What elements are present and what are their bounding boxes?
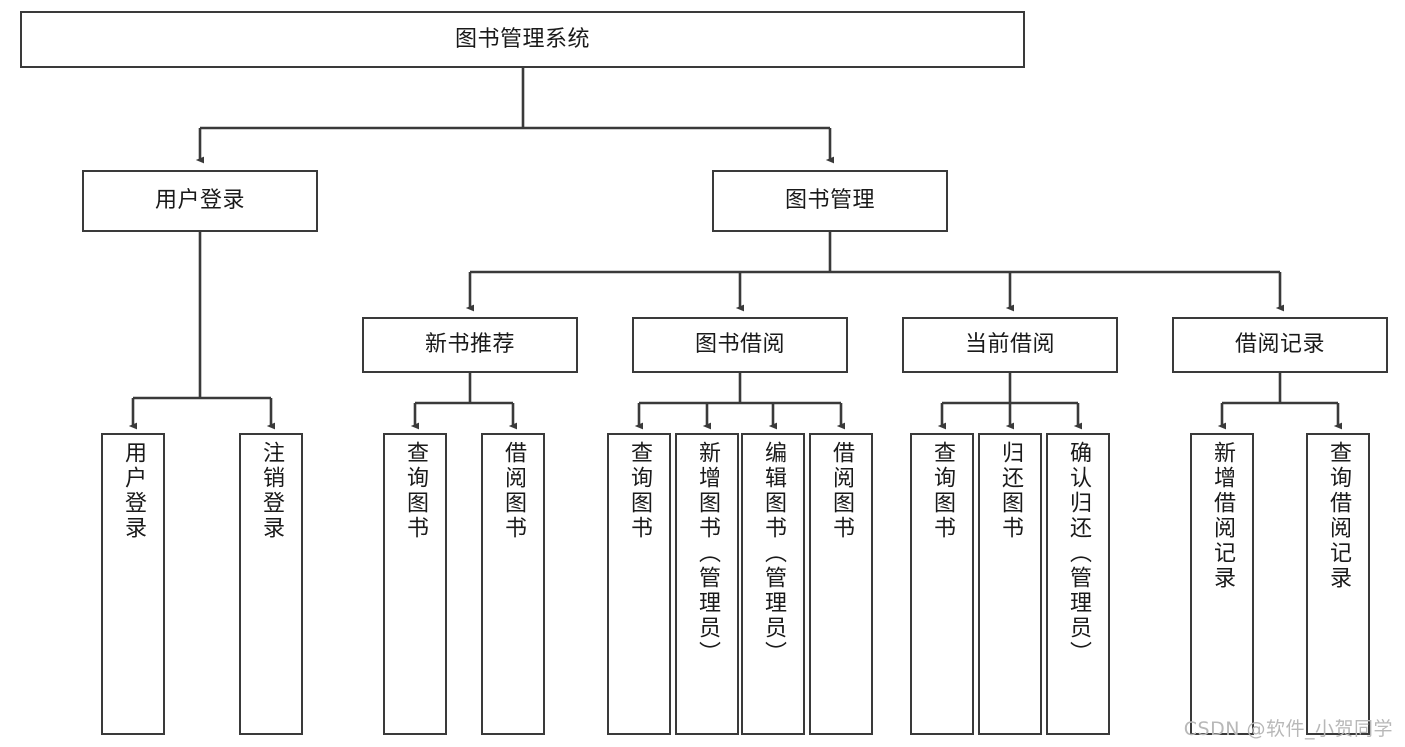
leaf-borrow-add-book[interactable]: 新增图书（管理员） <box>675 433 739 735</box>
leaf-new-book-query-label: 查询图书 <box>403 441 428 541</box>
leaf-borrow-borrow-book-label: 借阅图书 <box>829 441 854 541</box>
node-current-borrow[interactable]: 当前借阅 <box>902 317 1118 373</box>
leaf-borrow-query[interactable]: 查询图书 <box>607 433 671 735</box>
leaf-current-return-label: 归还图书 <box>998 441 1023 541</box>
leaf-new-book-borrow-label: 借阅图书 <box>501 441 526 541</box>
leaf-records-query-label: 查询借阅记录 <box>1326 441 1351 591</box>
node-book-borrow[interactable]: 图书借阅 <box>632 317 848 373</box>
watermark: CSDN @软件_小贺同学 <box>1183 718 1393 740</box>
leaf-borrow-edit-book-label: 编辑图书（管理员） <box>761 441 786 666</box>
leaf-user-login-signout-label: 注销登录 <box>259 441 284 541</box>
node-book-management[interactable]: 图书管理 <box>712 170 948 232</box>
leaf-borrow-borrow-book[interactable]: 借阅图书 <box>809 433 873 735</box>
leaf-borrow-edit-book[interactable]: 编辑图书（管理员） <box>741 433 805 735</box>
leaf-borrow-add-book-label: 新增图书（管理员） <box>695 441 720 666</box>
leaf-new-book-query[interactable]: 查询图书 <box>383 433 447 735</box>
leaf-records-add-label: 新增借阅记录 <box>1210 441 1235 591</box>
node-borrow-records-label: 借阅记录 <box>1234 332 1325 358</box>
node-root-label: 图书管理系统 <box>454 26 590 52</box>
leaf-current-query[interactable]: 查询图书 <box>910 433 974 735</box>
leaf-borrow-query-label: 查询图书 <box>627 441 652 541</box>
leaf-new-book-borrow[interactable]: 借阅图书 <box>481 433 545 735</box>
node-new-book-recommend[interactable]: 新书推荐 <box>362 317 578 373</box>
node-user-login-label: 用户登录 <box>154 188 245 214</box>
node-root[interactable]: 图书管理系统 <box>20 11 1025 68</box>
leaf-current-confirm-return-label: 确认归还（管理员） <box>1066 441 1091 666</box>
leaf-current-confirm-return[interactable]: 确认归还（管理员） <box>1046 433 1110 735</box>
node-new-book-recommend-label: 新书推荐 <box>424 332 515 358</box>
node-borrow-records[interactable]: 借阅记录 <box>1172 317 1388 373</box>
leaf-records-add[interactable]: 新增借阅记录 <box>1190 433 1254 735</box>
leaf-user-login-signin-label: 用户登录 <box>121 441 146 541</box>
node-book-management-label: 图书管理 <box>784 188 875 214</box>
leaf-user-login-signout[interactable]: 注销登录 <box>239 433 303 735</box>
node-book-borrow-label: 图书借阅 <box>694 332 785 358</box>
leaf-records-query[interactable]: 查询借阅记录 <box>1306 433 1370 735</box>
leaf-user-login-signin[interactable]: 用户登录 <box>101 433 165 735</box>
node-user-login[interactable]: 用户登录 <box>82 170 318 232</box>
leaf-current-query-label: 查询图书 <box>930 441 955 541</box>
node-current-borrow-label: 当前借阅 <box>964 332 1055 358</box>
leaf-current-return[interactable]: 归还图书 <box>978 433 1042 735</box>
